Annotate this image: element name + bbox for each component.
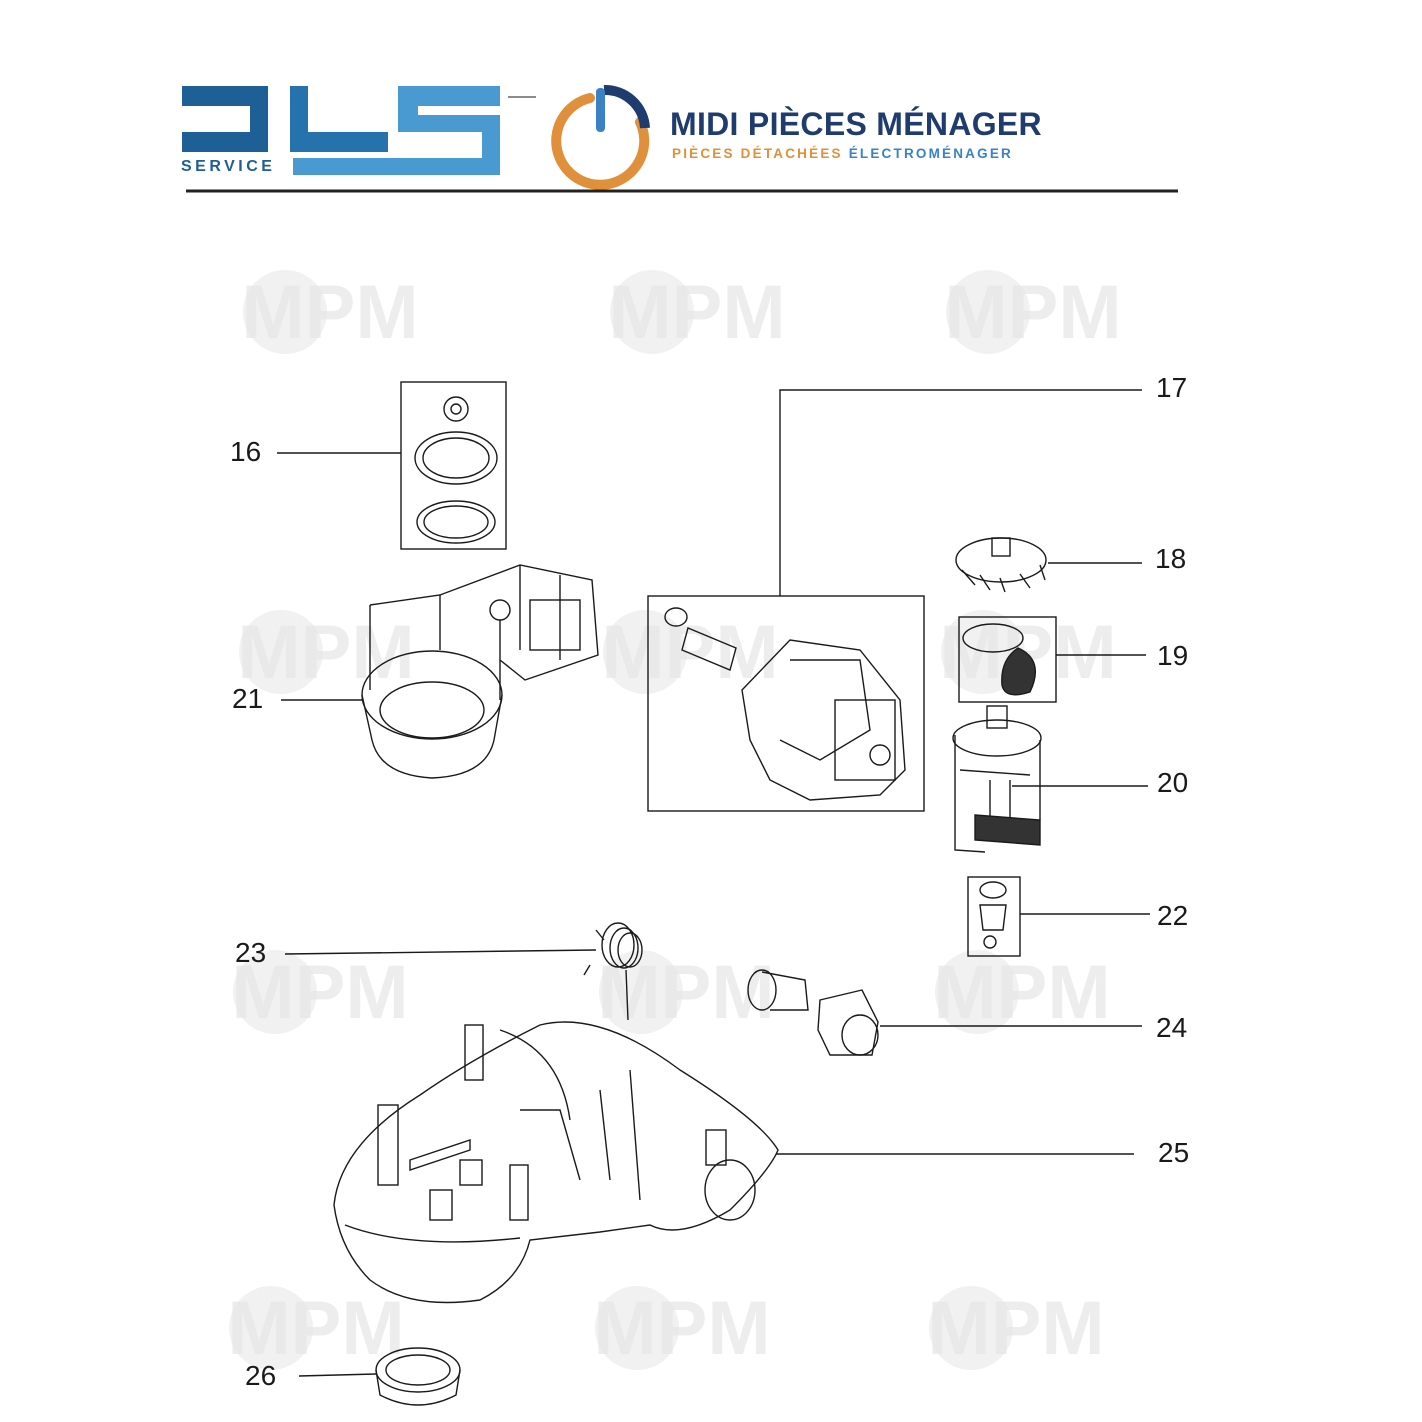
mpm-watermark: MPM [593, 1286, 771, 1371]
brand-title: MIDI PIÈCES MÉNAGER [670, 106, 1042, 142]
part-25-base [333, 1021, 779, 1304]
brand-subtitle-part2: ÉLECTROMÉNAGER [848, 146, 1013, 161]
power-icon [551, 85, 650, 190]
part-22-kit [967, 876, 1021, 957]
part-19-gears [958, 616, 1057, 703]
callout-25: 25 [1158, 1137, 1190, 1168]
header-graphics [182, 85, 1178, 193]
part-16-bearing-kit [400, 381, 507, 550]
mpm-watermark-text: MPM [237, 610, 414, 695]
mpm-watermark-text: MPM [231, 950, 408, 1035]
mpm-watermark-text: MPM [593, 1286, 770, 1371]
mpm-watermark: MPM [944, 270, 1122, 355]
mpm-watermark: MPM [608, 270, 786, 355]
mpm-watermark-text: MPM [944, 270, 1121, 355]
part-18-fan [955, 537, 1047, 593]
brand-subtitle-part1: PIÈCES DÉTACHÉES [672, 146, 843, 161]
part-24-switch [747, 969, 879, 1056]
callout-22: 22 [1157, 900, 1189, 931]
part-23-spring [583, 922, 643, 1021]
mpm-watermark-text: MPM [227, 1286, 404, 1371]
leader-line-23 [284, 949, 597, 955]
callout-23: 23 [235, 937, 267, 968]
callout-26: 26 [245, 1360, 277, 1391]
callout-21: 21 [232, 683, 264, 714]
leader-line-26 [298, 1373, 377, 1377]
mpm-watermark-text: MPM [608, 270, 785, 355]
callout-17: 17 [1156, 372, 1188, 403]
callout-20: 20 [1157, 767, 1189, 798]
leader-line-17 [779, 389, 1142, 596]
mpm-watermark: MPM [227, 1286, 405, 1371]
mpm-watermark: MPM [241, 270, 419, 355]
callout-16: 16 [230, 436, 262, 467]
dls-logo [182, 86, 536, 175]
part-20-drive [952, 705, 1042, 853]
part-21-housing [361, 564, 599, 779]
mpm-watermark: MPM [933, 950, 1111, 1035]
part-17-motor [647, 595, 925, 812]
brand-subtitle: PIÈCES DÉTACHÉES ÉLECTROMÉNAGER [672, 146, 1013, 161]
callout-19: 19 [1157, 640, 1189, 671]
dls-service-label: SERVICE [181, 158, 276, 175]
mpm-watermark-text: MPM [241, 270, 418, 355]
mpm-watermark: MPM [231, 950, 409, 1035]
callout-18: 18 [1155, 543, 1187, 574]
callout-24: 24 [1156, 1012, 1188, 1043]
mpm-watermark: MPM [601, 610, 779, 695]
mpm-watermark: MPM [237, 610, 415, 695]
mpm-watermark: MPM [927, 1286, 1105, 1371]
mpm-watermark-text: MPM [933, 950, 1110, 1035]
mpm-watermark-text: MPM [927, 1286, 1104, 1371]
mpm-watermark-text: MPM [601, 610, 778, 695]
part-26-ring [375, 1347, 461, 1406]
